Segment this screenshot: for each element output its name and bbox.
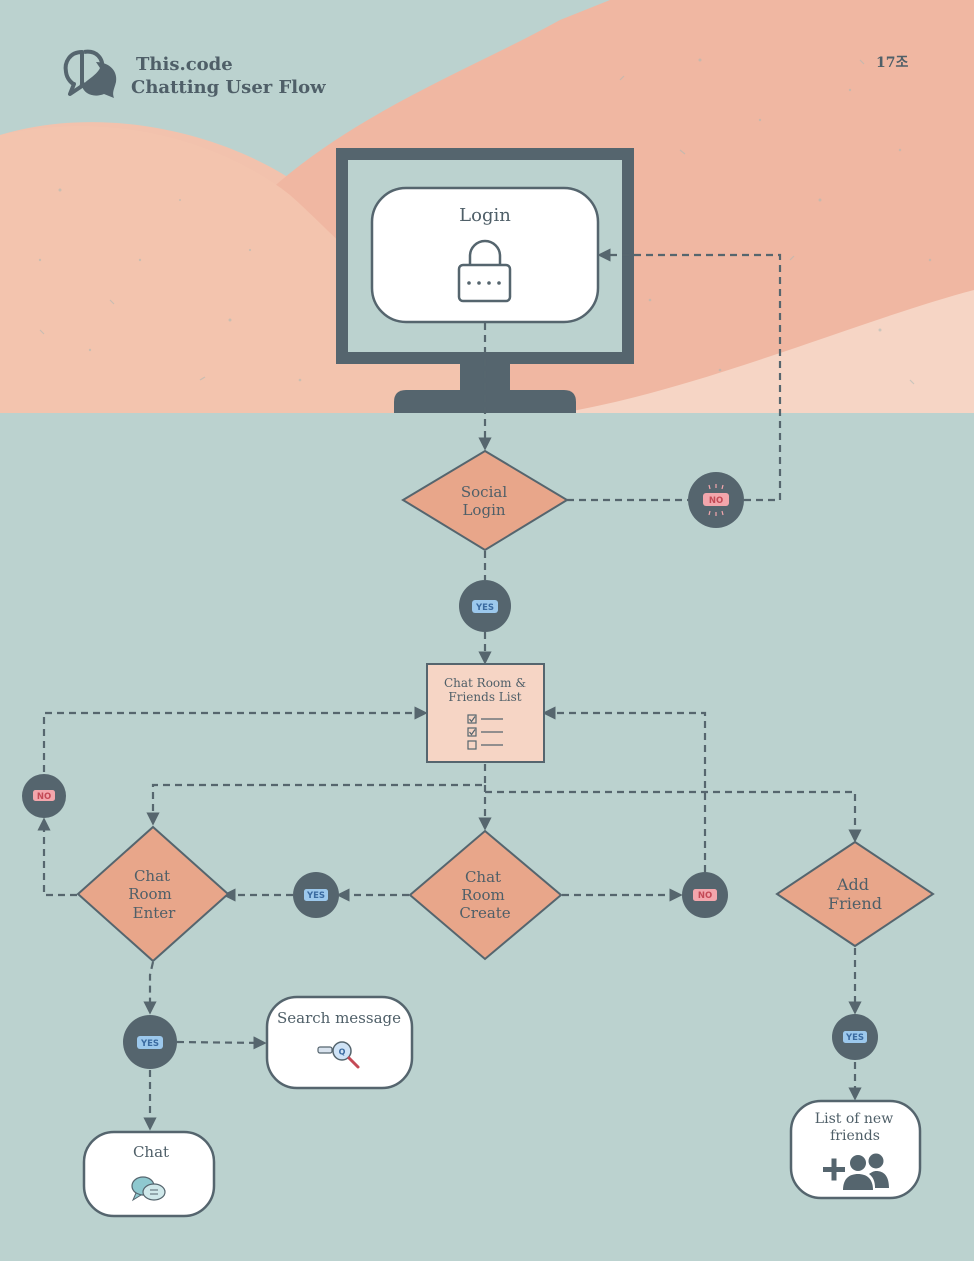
add-friend-line1: Add [836,875,869,894]
new-friends-node: List of new friends [789,1099,922,1200]
svg-text:Q: Q [339,1048,346,1057]
badge-yes-add-friend: YES [832,1014,878,1060]
badge-no-label: NO [709,496,723,506]
checklist-icon [467,714,503,750]
badge-no-enter-label: NO [37,792,51,802]
social-login-label-line1: Social [461,483,507,501]
header-title-line1: This.code [136,54,233,75]
chat-room-friends-list-node: Chat Room & Friends List [426,663,545,763]
search-icon: Q [317,1041,360,1069]
chat-bubbles-logo-icon [63,49,117,98]
login-node: Login [370,186,600,324]
search-message-node: Search message Q [265,995,414,1090]
chat-room-create-line3: Create [459,904,510,922]
badge-no-enter: NO [22,774,66,818]
header: This.code Chatting User Flow 17조 [63,49,908,98]
search-message-label: Search message [277,1009,401,1027]
badge-yes-social: YES [459,580,511,632]
add-friend-decision: Add Friend [775,840,935,948]
chat-room-enter-decision: Chat Room Enter [76,825,230,963]
chat-room-create-line1: Chat [465,868,501,886]
chat-room-enter-line2: Room [128,885,172,903]
chat-node: Chat [82,1130,216,1218]
new-friends-line1: List of new [815,1111,893,1127]
social-login-decision: Social Login [401,449,569,552]
chat-room-create-decision: Chat Room Create [408,829,563,961]
badge-no-create: NO [682,872,728,918]
login-label: Login [459,205,511,226]
badge-no-create-label: NO [698,891,712,901]
chat-room-list-label-line2: Friends List [448,690,521,704]
chat-label: Chat [133,1143,169,1161]
new-friends-line2: friends [830,1128,880,1144]
header-title-line2: Chatting User Flow [131,77,326,98]
badge-yes-label: YES [475,603,494,613]
badge-no-social: NO [688,472,744,528]
badge-yes-enter: YES [123,1015,177,1069]
chat-room-list-label-line1: Chat Room & [444,676,526,690]
social-login-label-line2: Login [462,501,505,519]
badge-yes-enter-label: YES [140,1039,159,1049]
chat-bubble-icon [131,1176,166,1202]
chat-room-enter-line1: Chat [134,867,170,885]
lock-icon [457,239,512,303]
add-friend-line2: Friend [828,894,882,913]
badge-yes-create: YES [293,872,339,918]
add-user-icon [823,1153,889,1190]
team-label: 17조 [876,55,908,71]
badge-yes-add-friend-label: YES [845,1033,864,1043]
chat-room-create-line2: Room [461,886,505,904]
chat-room-enter-line3: Enter [133,904,177,922]
badge-yes-create-label: YES [306,891,325,901]
connectors [37,248,862,1131]
